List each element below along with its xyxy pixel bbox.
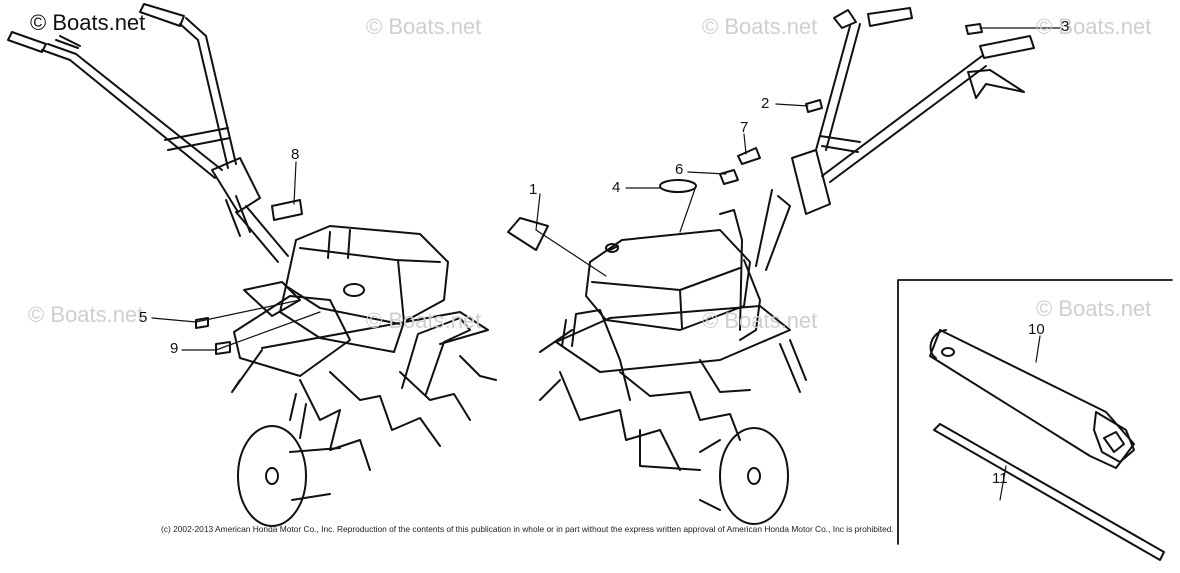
watermark-faint-6: © Boats.net bbox=[702, 308, 818, 333]
tool-kit-inset bbox=[897, 279, 1173, 561]
callout-7: 7 bbox=[740, 119, 749, 136]
watermark-top-left: © Boats.net bbox=[30, 10, 146, 35]
copyright-notice: (c) 2002-2013 American Honda Motor Co., … bbox=[161, 524, 894, 534]
watermark-faint-7: © Boats.net bbox=[1036, 296, 1152, 321]
callout-9: 9 bbox=[170, 340, 179, 357]
right-tiller-illustration bbox=[507, 7, 1035, 525]
watermark-faint-4: © Boats.net bbox=[28, 302, 144, 327]
callout-2: 2 bbox=[761, 95, 770, 112]
callout-10: 10 bbox=[1028, 321, 1045, 338]
watermark-faint-2: © Boats.net bbox=[702, 14, 818, 39]
callout-6: 6 bbox=[675, 161, 684, 178]
callout-4: 4 bbox=[612, 179, 621, 196]
left-tiller-illustration bbox=[7, 3, 497, 527]
callout-3: 3 bbox=[1061, 18, 1070, 35]
callout-5: 5 bbox=[139, 309, 148, 326]
watermark-faint-5: © Boats.net bbox=[366, 308, 482, 333]
callout-1: 1 bbox=[529, 181, 538, 198]
callout-8: 8 bbox=[291, 146, 300, 163]
callout-11: 11 bbox=[992, 470, 1008, 487]
watermark-faint-3: © Boats.net bbox=[1036, 14, 1152, 39]
watermark-faint-1: © Boats.net bbox=[366, 14, 482, 39]
